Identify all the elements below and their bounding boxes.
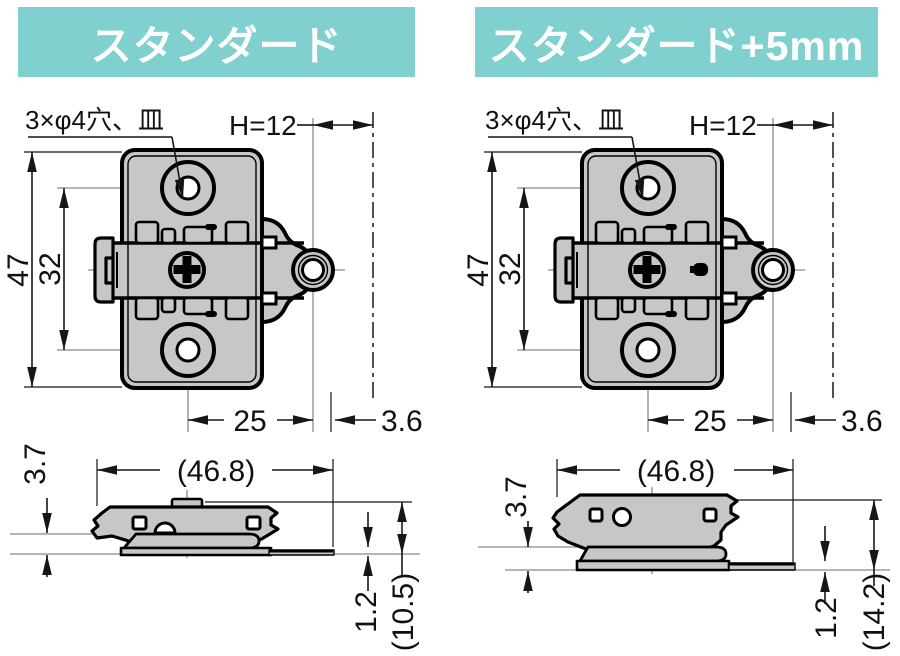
- plan-view: 3×φ4穴、皿 H=12 47 32 25 3.6: [2, 105, 423, 438]
- mount-hole-top: [160, 160, 216, 216]
- cup-distance-label: 25: [233, 405, 266, 438]
- cam-tabs-upper: [134, 220, 250, 245]
- left-fork: [93, 236, 115, 304]
- drawing-standard: 3×φ4穴、皿 H=12 47 32 25 3.6: [2, 105, 423, 651]
- shoulder-notch-top: [260, 235, 278, 250]
- side-dimension-lines: [42, 465, 407, 591]
- cam-tabs-lower: [134, 296, 250, 321]
- extension-lines: [24, 151, 332, 432]
- base-thickness-label: 1.2: [350, 591, 383, 633]
- base-thickness-label-plus5: 1.2: [810, 597, 843, 639]
- panel-standard-plus5: スタンダード+5mm: [450, 0, 900, 656]
- total-height-label-standard: (10.5): [387, 573, 420, 651]
- wing-height-label-plus5: 3.7: [500, 476, 533, 518]
- screw-pitch-label: 32: [34, 252, 67, 285]
- plan-dimension-lines: [27, 120, 376, 425]
- side-middle-plate-plus5: [578, 545, 728, 563]
- side-square-hole-left: [131, 515, 148, 531]
- shoulder-notch-bottom: [260, 291, 278, 306]
- cam-slot: [690, 263, 708, 276]
- side-base-plate-plus5: [575, 559, 731, 572]
- side-square-hole-left-plus5: [588, 507, 604, 523]
- side-square-hole-right: [245, 515, 262, 531]
- boss-ring: [297, 254, 329, 286]
- side-view-plus5: 3.7 (46.8) 1.2 (14.2): [478, 455, 891, 651]
- phillips-cross-icon: [173, 256, 201, 283]
- boss-hole: [301, 258, 325, 282]
- mount-height-label: H=12: [229, 110, 297, 141]
- overall-width-label-plus5: (46.8): [637, 455, 715, 488]
- side-round-hole-plus5: [612, 507, 632, 527]
- overall-width-label: (46.8): [177, 455, 255, 488]
- overall-height-label: 47: [2, 253, 35, 286]
- banner-standard: スタンダード: [18, 7, 415, 77]
- total-height-label-plus5: (14.2): [858, 573, 891, 651]
- plan-view-plus5: [462, 105, 883, 438]
- edge-offset-label: 3.6: [381, 405, 423, 438]
- hole-note-label: 3×φ4穴、皿: [25, 105, 164, 135]
- banner-standard-plus5: スタンダード+5mm: [475, 7, 878, 77]
- side-dimension-lines-plus5: [523, 465, 879, 604]
- side-view-standard: 3.7 (46.8) 1.2 (10.5): [10, 443, 420, 651]
- side-square-hole-right-plus5: [702, 507, 718, 523]
- wing-height-label: 3.7: [19, 443, 52, 485]
- panel-standard: スタンダード: [2, 7, 423, 651]
- plate-body-inner-line: [127, 155, 257, 383]
- side-base-plate: [119, 546, 273, 557]
- panel-title-standard-plus5: スタンダード+5mm: [488, 23, 865, 69]
- side-dome-hole: [153, 521, 177, 535]
- side-middle-plate: [122, 532, 261, 550]
- mount-hole-bottom: [160, 322, 216, 378]
- drawing-standard-plus5: 3.7 (46.8) 1.2 (14.2): [450, 80, 891, 651]
- panel-title-standard: スタンダード: [90, 23, 343, 69]
